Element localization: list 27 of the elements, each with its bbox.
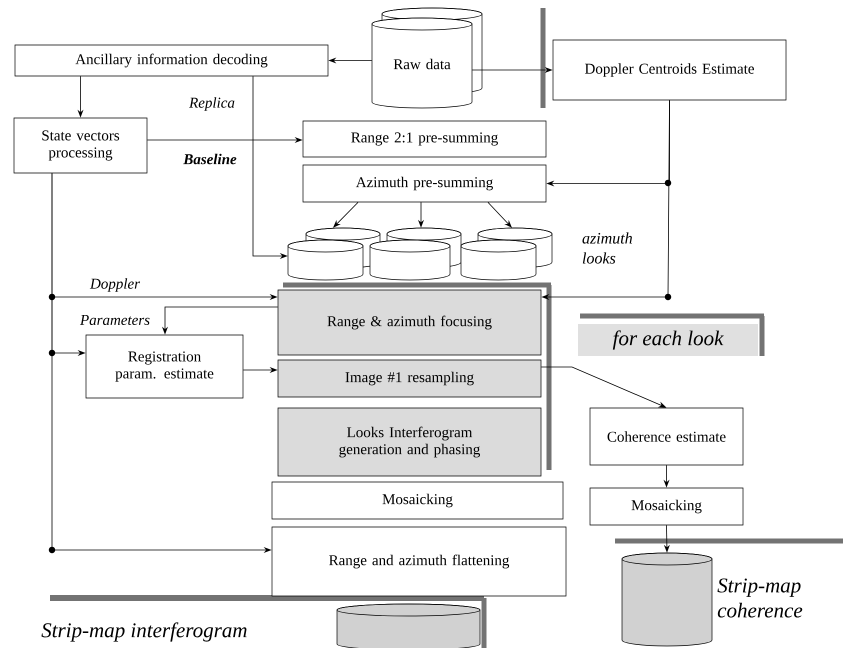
- section-label: for each look: [578, 324, 758, 356]
- node-label: Strip-map coherence: [717, 578, 802, 618]
- process-box: Mosaicking: [590, 488, 744, 526]
- edge-label: Parameters: [79, 314, 151, 326]
- caption: Strip-map interferogram: [41, 622, 247, 642]
- process-box: Range & azimuth focusing: [278, 290, 542, 356]
- process-box: Ancillary information decoding: [14, 44, 328, 76]
- data-cylinder: [336, 604, 480, 648]
- data-cylinder: [622, 552, 712, 646]
- process-box: Azimuth pre-summing: [302, 164, 546, 202]
- edge-label: Doppler: [89, 277, 141, 293]
- data-cylinder: [460, 240, 536, 280]
- process-box: Coherence estimate: [590, 408, 744, 466]
- edge-label: Baseline: [182, 152, 238, 166]
- label: azimuth looks: [582, 232, 632, 264]
- cylinder: Raw data: [372, 8, 482, 108]
- edge-label: Replica: [188, 96, 236, 112]
- data-cylinder: [370, 240, 450, 280]
- process-box: Range and azimuth flattening: [272, 526, 566, 596]
- process-box: Image #1 resampling: [278, 360, 542, 398]
- process-box: Registration param. estimate: [86, 334, 244, 398]
- process-box: Looks Interferogram generation and phasing: [278, 408, 542, 476]
- process-box: Doppler Centroids Estimate: [552, 40, 786, 100]
- process-box: State vectors processing: [14, 118, 148, 174]
- process-box: Mosaicking: [272, 482, 564, 520]
- data-cylinder: [288, 240, 364, 280]
- process-box: Range 2:1 pre-summing: [302, 120, 546, 158]
